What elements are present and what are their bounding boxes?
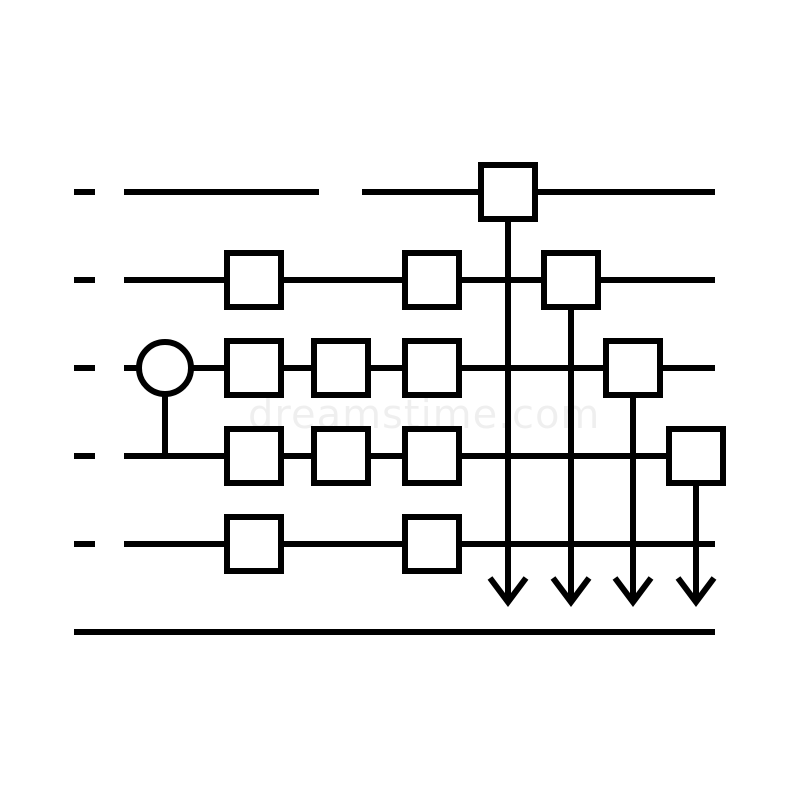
gate-q3-3 — [402, 426, 462, 486]
arrow-down-icon — [675, 576, 717, 607]
measurement-gate-q3 — [666, 426, 726, 486]
wire-label-dashes — [74, 189, 95, 547]
measurement-gate-q1 — [541, 250, 601, 310]
measurement-connectors — [505, 219, 699, 600]
gate-q4-2 — [402, 514, 462, 574]
measurement-arrows — [487, 576, 717, 607]
gate-q1-1 — [224, 250, 284, 310]
measurement-gate-q2 — [603, 338, 663, 398]
arrow-down-icon — [487, 576, 529, 607]
arrow-down-icon — [550, 576, 592, 607]
gate-q4-1 — [224, 514, 284, 574]
gate-q3-1 — [224, 426, 284, 486]
gate-q2-1 — [224, 338, 284, 398]
gate-q3-2 — [311, 426, 371, 486]
gates — [136, 162, 726, 574]
gate-q2-2 — [311, 338, 371, 398]
measurement-gate-q0 — [478, 162, 538, 222]
gate-q2-3 — [402, 338, 462, 398]
arrow-down-icon — [612, 576, 654, 607]
control-node — [136, 339, 194, 397]
gate-q1-2 — [402, 250, 462, 310]
